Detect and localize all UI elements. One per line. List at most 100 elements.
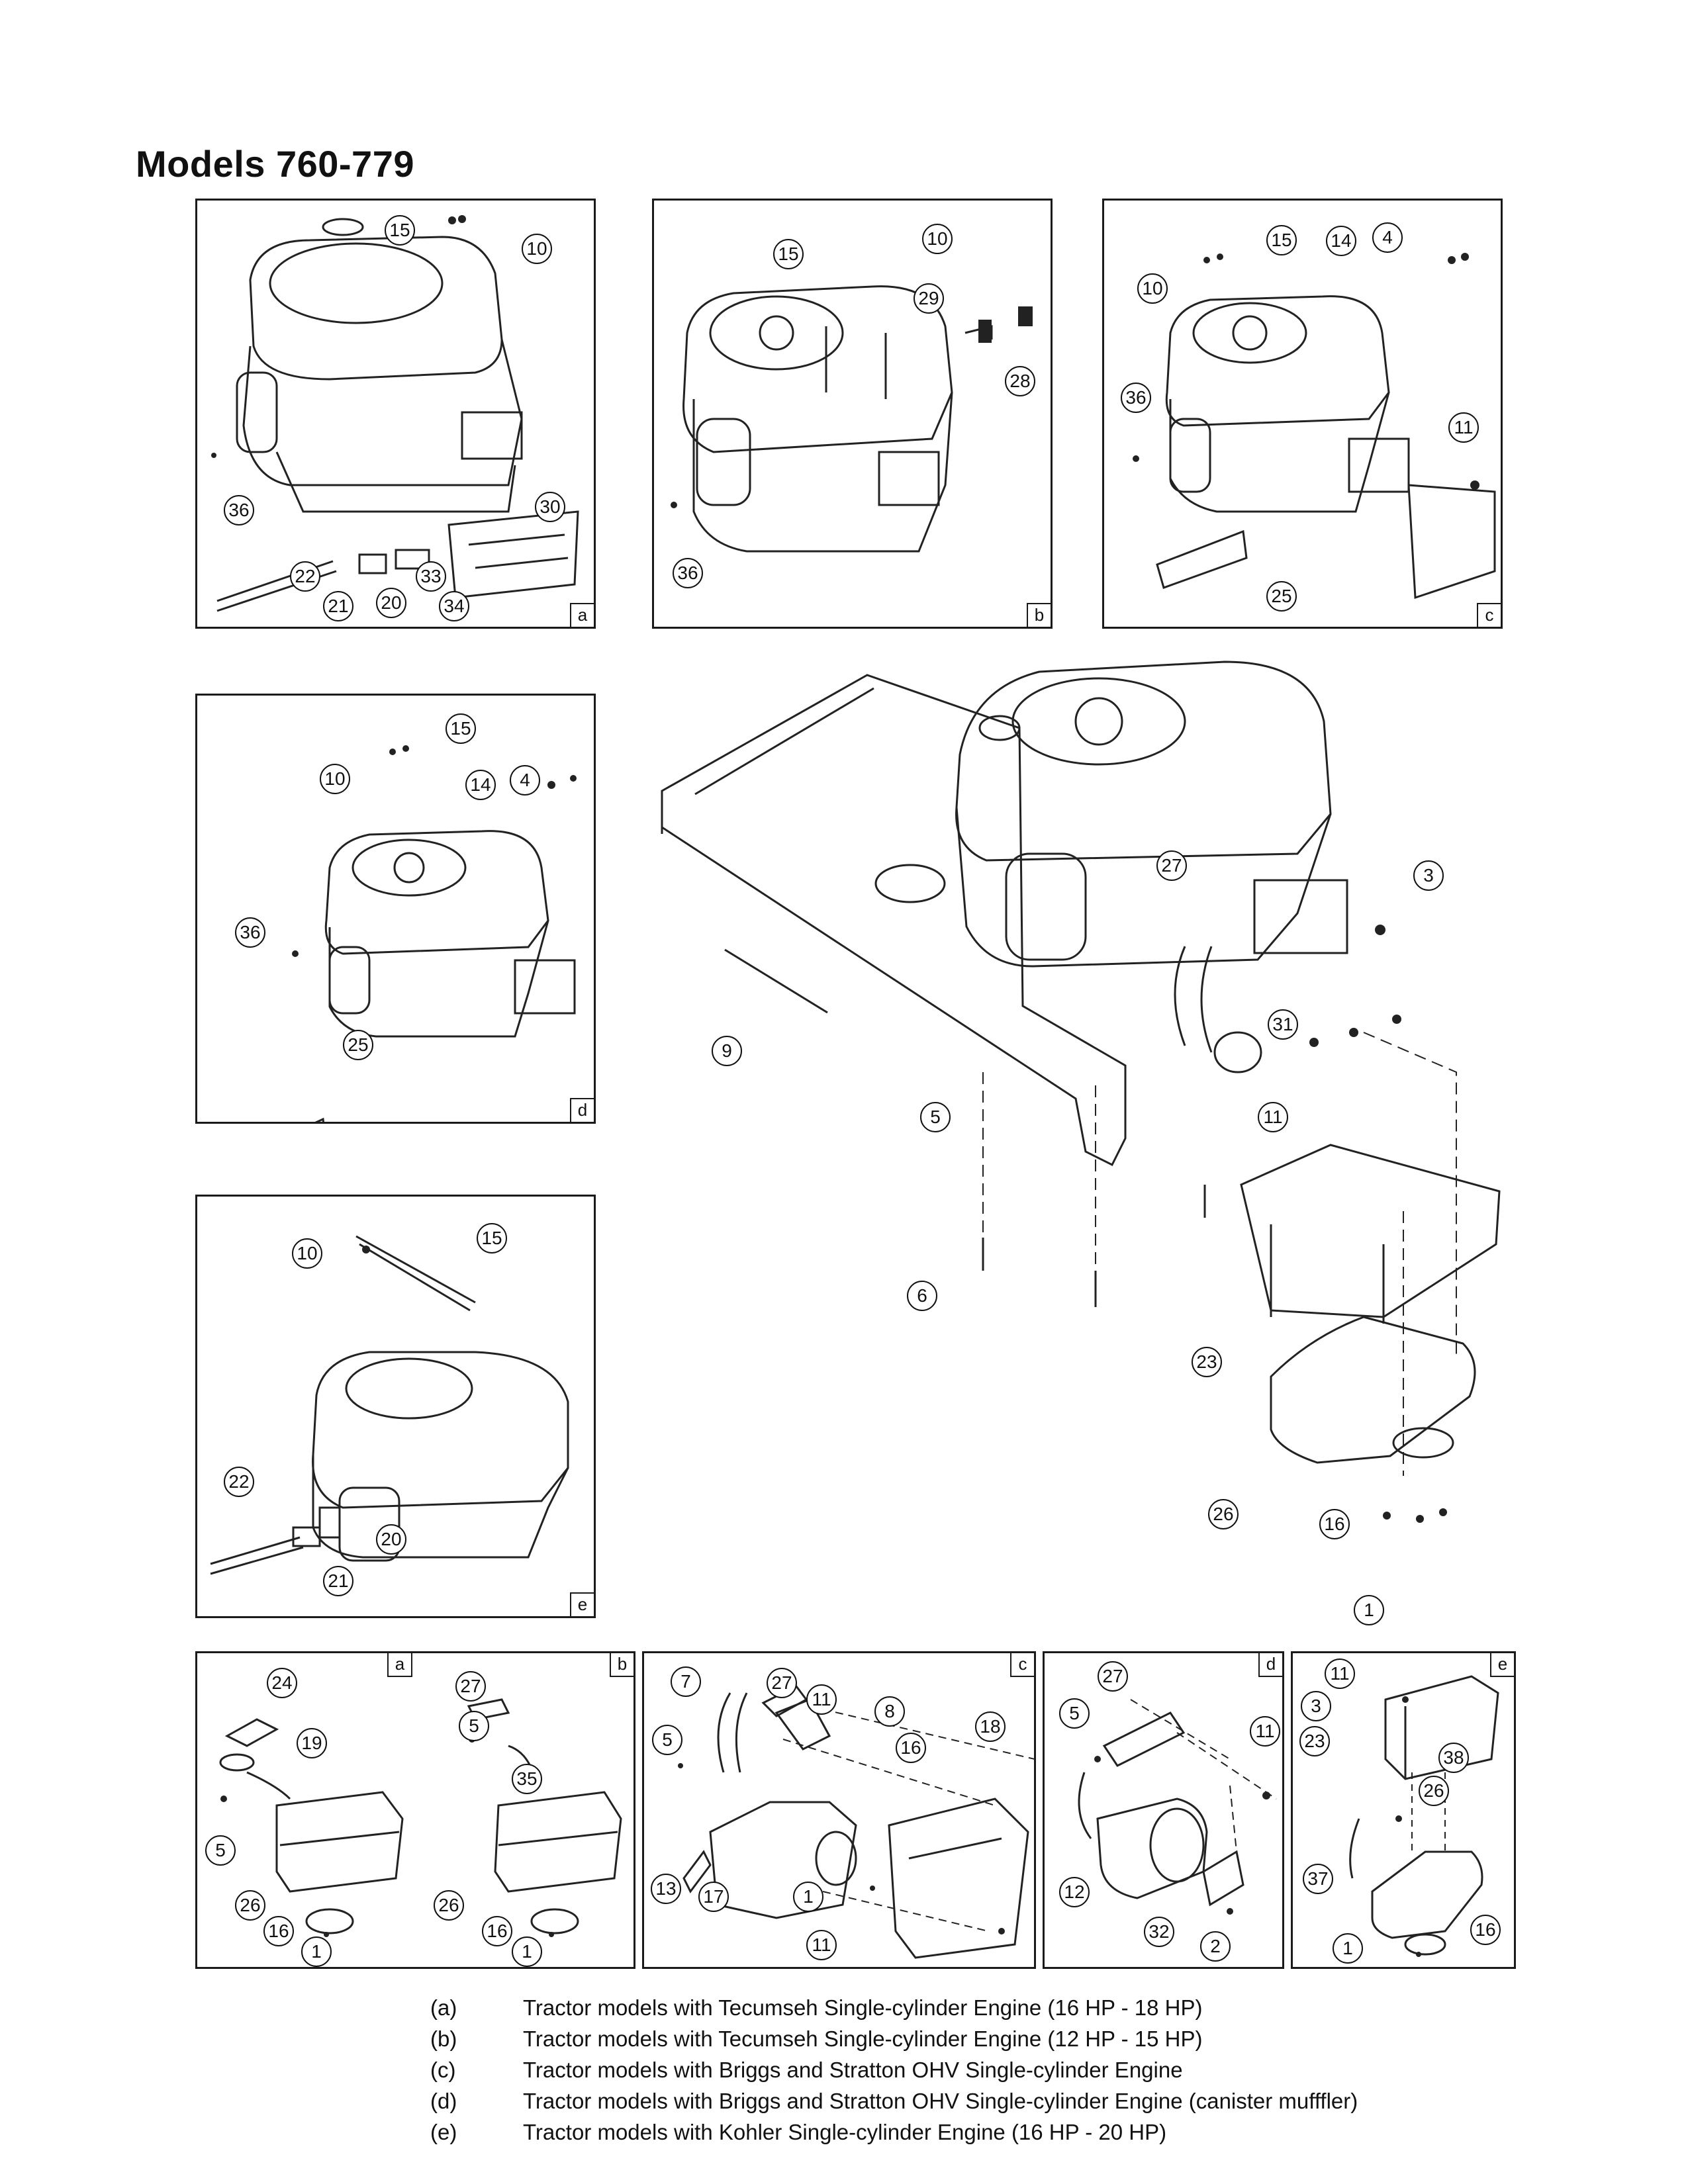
callout-11: 11	[1325, 1659, 1355, 1689]
callout-7: 7	[671, 1666, 701, 1697]
callout-6: 6	[907, 1281, 937, 1311]
callout-30: 30	[535, 492, 565, 522]
panel-briggs-canister: 15 10 4 14 36 25 d	[195, 694, 596, 1124]
callout-27: 27	[455, 1671, 486, 1702]
panel-muffler-canister: d 27 5 11 12 32 2	[1043, 1651, 1284, 1969]
legend: (a) Tractor models with Tecumseh Single-…	[430, 1995, 1358, 2151]
callout-11: 11	[1448, 412, 1479, 443]
callout-23: 23	[1299, 1726, 1330, 1756]
callout-11: 11	[1250, 1716, 1280, 1747]
legend-row-d: (d) Tractor models with Briggs and Strat…	[430, 2089, 1358, 2120]
engine-drawing-e	[210, 1235, 569, 1575]
callout-26: 26	[1419, 1776, 1449, 1806]
panel-tecumseh-16-18hp: 15 10 36 30 22 33 21 20 34 a	[195, 199, 596, 629]
callout-15: 15	[385, 215, 415, 246]
callout-5: 5	[920, 1102, 951, 1132]
callout-20: 20	[376, 1524, 406, 1555]
callout-16: 16	[263, 1916, 294, 1946]
panel-tag-b: b	[610, 1653, 633, 1677]
callout-3: 3	[1301, 1691, 1331, 1721]
callout-10: 10	[1137, 273, 1168, 304]
callout-37: 37	[1303, 1864, 1333, 1894]
callout-36: 36	[235, 917, 265, 948]
callout-21: 21	[323, 591, 353, 621]
callout-1: 1	[1354, 1595, 1384, 1625]
callout-16: 16	[1319, 1509, 1350, 1539]
legend-row-e: (e) Tractor models with Kohler Single-cy…	[430, 2120, 1358, 2151]
callout-26: 26	[1208, 1499, 1239, 1529]
callout-26: 26	[434, 1890, 464, 1921]
callout-1: 1	[512, 1936, 542, 1967]
callout-26: 26	[235, 1890, 265, 1921]
callout-18: 18	[975, 1711, 1006, 1742]
legend-key: (a)	[430, 1995, 457, 2020]
panel-kohler: 15 10 22 20 21 e	[195, 1195, 596, 1618]
muffler-drawing-c	[678, 1685, 1034, 1959]
callout-19: 19	[297, 1728, 327, 1758]
legend-text: Tractor models with Tecumseh Single-cyli…	[523, 1995, 1203, 2020]
callout-33: 33	[416, 561, 446, 592]
callout-5: 5	[205, 1835, 236, 1866]
callout-28: 28	[1005, 366, 1035, 396]
legend-row-b: (b) Tractor models with Tecumseh Single-…	[430, 2026, 1358, 2058]
callout-27: 27	[1098, 1661, 1128, 1692]
callout-22: 22	[224, 1467, 254, 1497]
callout-10: 10	[922, 224, 953, 254]
callout-15: 15	[477, 1223, 507, 1253]
callout-12: 12	[1059, 1877, 1090, 1907]
legend-text: Tractor models with Briggs and Stratton …	[523, 2058, 1183, 2082]
callout-23: 23	[1192, 1347, 1222, 1377]
panel-tag-d: d	[570, 1098, 594, 1122]
callout-16: 16	[482, 1916, 512, 1946]
panel-tecumseh-12-15hp: 15 10 29 28 36 b	[652, 199, 1053, 629]
callout-36: 36	[1121, 383, 1151, 413]
callout-1: 1	[301, 1936, 332, 1967]
callout-1: 1	[1333, 1933, 1363, 1964]
legend-row-c: (c) Tractor models with Briggs and Strat…	[430, 2058, 1358, 2089]
legend-text: Tractor models with Kohler Single-cylind…	[523, 2120, 1167, 2144]
legend-text: Tractor models with Tecumseh Single-cyli…	[523, 2026, 1203, 2051]
engine-drawing-c	[1133, 253, 1496, 600]
panel-tag-e: e	[570, 1592, 594, 1616]
legend-key: (d)	[430, 2089, 457, 2113]
callout-36: 36	[224, 495, 254, 525]
panel-briggs-ohv: 15 4 14 10 36 11 25 c	[1102, 199, 1503, 629]
callout-5: 5	[459, 1711, 489, 1741]
callout-35: 35	[512, 1764, 542, 1794]
panel-muffler-kohler: e 11 3 23 38 26 37 1 16	[1291, 1651, 1516, 1969]
callout-20: 20	[376, 588, 406, 618]
callout-10: 10	[292, 1238, 322, 1269]
callout-10: 10	[320, 764, 350, 794]
panel-tag-c: c	[1010, 1653, 1034, 1677]
callout-1: 1	[793, 1882, 823, 1912]
panel-muffler-tecumseh: a b 24 27 5 19 35 5 26 26 16 1 16 1	[195, 1651, 635, 1969]
callout-15: 15	[773, 239, 804, 269]
muffler-drawing-e	[1349, 1675, 1499, 1957]
callout-25: 25	[343, 1030, 373, 1060]
page-title: Models 760-779	[136, 143, 414, 185]
panel-tag-e: e	[1490, 1653, 1514, 1677]
panel-tag-a: a	[570, 603, 594, 627]
panel-tag-c: c	[1477, 603, 1501, 627]
callout-3: 3	[1413, 860, 1444, 891]
callout-14: 14	[465, 770, 496, 800]
panel-tag-a: a	[387, 1653, 412, 1677]
callout-17: 17	[698, 1882, 729, 1912]
callout-16: 16	[896, 1733, 926, 1763]
legend-row-a: (a) Tractor models with Tecumseh Single-…	[430, 1995, 1358, 2026]
callout-34: 34	[439, 591, 469, 621]
callout-21: 21	[323, 1566, 353, 1596]
callout-5: 5	[1059, 1698, 1090, 1729]
callout-36: 36	[673, 558, 703, 588]
panel-tag-b: b	[1027, 603, 1051, 627]
callout-15: 15	[1266, 225, 1297, 255]
callout-27: 27	[767, 1668, 797, 1698]
callout-14: 14	[1326, 226, 1356, 256]
callout-5: 5	[652, 1725, 682, 1755]
callout-22: 22	[290, 561, 320, 592]
callout-11: 11	[806, 1684, 837, 1715]
callout-4: 4	[510, 765, 540, 796]
callout-27: 27	[1156, 850, 1187, 881]
muffler-drawing-d	[1078, 1699, 1277, 1915]
